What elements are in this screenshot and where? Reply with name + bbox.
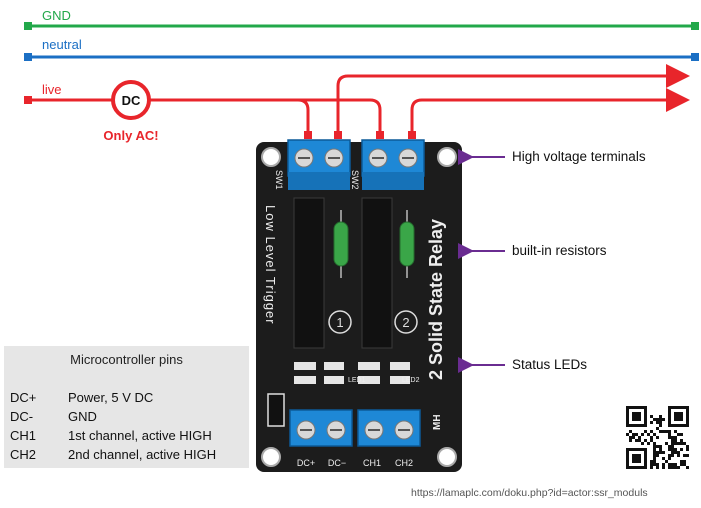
pin-description: 1st channel, active HIGH	[68, 428, 212, 443]
pin-label-dc-plus: DC+	[297, 458, 315, 468]
neutral-wire	[24, 53, 699, 61]
maker-mark: MH	[432, 414, 443, 430]
pin-name: CH2	[10, 447, 37, 462]
gnd-wire	[24, 22, 699, 30]
annotation-high-voltage: High voltage terminals	[512, 149, 646, 164]
control-terminal-right	[357, 409, 421, 447]
pin-row: CH2 2nd channel, active HIGH	[10, 447, 216, 462]
high-voltage-terminal-2	[361, 139, 425, 190]
qr-code-icon	[624, 404, 691, 471]
pin-description: 2nd channel, active HIGH	[68, 447, 217, 462]
dc-warning-marker: DC	[111, 80, 151, 120]
pin-name: CH1	[10, 428, 37, 443]
relay-board: SW1 SW2 Low Level Trigger 2 Solid State …	[256, 139, 462, 472]
led1-label: LED1	[348, 377, 366, 384]
resistor-1-icon	[333, 210, 349, 278]
relay-1-number: 1	[336, 315, 343, 330]
high-voltage-terminal-1	[287, 139, 351, 190]
relay-body-2	[361, 197, 393, 349]
pin-label-dc-minus: DC−	[328, 458, 346, 468]
pin-row: DC- GND	[10, 409, 97, 424]
sw2-label: SW2	[350, 170, 360, 190]
resistor-2-icon	[399, 210, 415, 278]
only-ac-warning: Only AC!	[103, 128, 158, 143]
mount-hole-icon	[437, 147, 457, 167]
pin-label-ch2: CH2	[395, 458, 413, 468]
live-wire	[24, 64, 690, 139]
board-subtitle: Low Level Trigger	[263, 205, 278, 325]
control-terminal-left	[289, 409, 353, 447]
led2-label: LED2	[402, 377, 420, 384]
pin-description: Power, 5 V DC	[68, 390, 154, 405]
pin-label-ch1: CH1	[363, 458, 381, 468]
pin-name: DC-	[10, 409, 34, 424]
source-url[interactable]: https://lamaplc.com/doku.php?id=actor:ss…	[411, 487, 648, 499]
pin-row: DC+ Power, 5 V DC	[10, 390, 153, 405]
annotation-resistors: built-in resistors	[512, 243, 607, 258]
pin-row: CH1 1st channel, active HIGH	[10, 428, 212, 443]
pin-name: DC+	[10, 390, 37, 405]
live-label: live	[42, 82, 62, 97]
diode-icon	[267, 393, 285, 427]
mount-hole-icon	[261, 447, 281, 467]
relay-body-1	[293, 197, 325, 349]
gnd-label: GND	[42, 8, 71, 23]
board-title: 2 Solid State Relay	[426, 219, 446, 380]
pin-description: GND	[68, 409, 97, 424]
mount-hole-icon	[437, 447, 457, 467]
relay-2-number: 2	[402, 315, 409, 330]
sw1-label: SW1	[274, 170, 284, 190]
annotation-status-leds: Status LEDs	[512, 357, 588, 372]
status-led-area	[294, 362, 410, 384]
pins-panel-title: Microcontroller pins	[70, 352, 183, 367]
dc-label: DC	[122, 93, 141, 108]
microcontroller-pins-panel: Microcontroller pins DC+ Power, 5 V DC DC…	[4, 346, 249, 468]
neutral-label: neutral	[42, 37, 82, 52]
mount-hole-icon	[261, 147, 281, 167]
